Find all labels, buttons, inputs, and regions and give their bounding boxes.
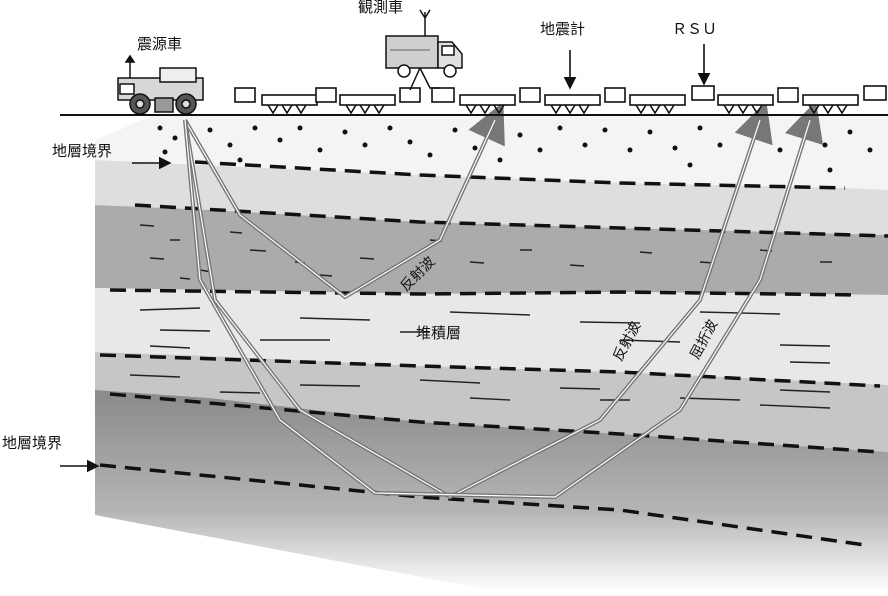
sensor-unit xyxy=(777,85,887,115)
boundary-line-6 xyxy=(99,463,866,547)
label-sediment-layer: 堆積層 xyxy=(416,324,461,342)
label-seismometer: 地震計 xyxy=(540,20,585,38)
observation-truck xyxy=(385,9,463,91)
label-boundary-lower: 地層境界 xyxy=(2,434,62,452)
sensor-unit xyxy=(519,87,601,115)
boundary-line-3 xyxy=(109,288,861,297)
layer-topsoil xyxy=(95,115,888,190)
geologic-layers xyxy=(95,115,888,592)
boundary-line-5 xyxy=(109,392,881,454)
source-vehicle xyxy=(117,54,204,115)
sensor-array xyxy=(234,85,887,115)
label-boundary-upper: 地層境界 xyxy=(52,142,112,160)
rsu-unit xyxy=(691,85,774,115)
layer-boundaries xyxy=(99,160,888,547)
layer-light-1 xyxy=(95,160,888,235)
boundary-line-2 xyxy=(134,203,888,238)
sensor-unit xyxy=(604,87,686,115)
indicator-arrows xyxy=(60,44,711,473)
boundary-line-1 xyxy=(194,160,846,190)
sensor-unit xyxy=(399,87,516,115)
soil-dots xyxy=(157,125,873,173)
label-observation-vehicle: 観測車 xyxy=(358,0,403,16)
wave-paths xyxy=(183,100,824,500)
sensor-unit xyxy=(234,87,318,115)
label-rsu: ＲＳＵ xyxy=(672,20,717,38)
sensor-unit xyxy=(315,87,396,115)
layer-mid-gray xyxy=(95,205,888,295)
label-source-vehicle: 震源車 xyxy=(137,35,182,53)
